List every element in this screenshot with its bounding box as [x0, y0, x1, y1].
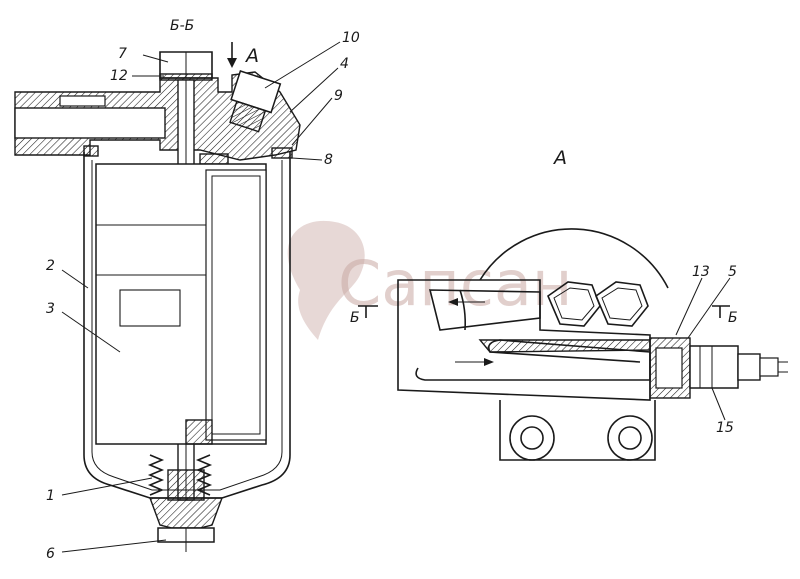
label-15: 15: [716, 420, 734, 436]
spring: [147, 454, 165, 496]
cut-mark-left: Б: [350, 310, 360, 326]
label-9: 9: [334, 88, 343, 104]
section-title: Б-Б: [170, 18, 194, 34]
arrow-label: А: [244, 45, 259, 67]
label-10: 10: [342, 30, 360, 46]
bowl-gasket-left: [83, 145, 99, 157]
element-bottom-seal: [185, 419, 213, 445]
label-6: 6: [46, 546, 55, 562]
label-2: 2: [46, 258, 55, 274]
drain-fitting: [148, 497, 224, 529]
element-gasket: [199, 153, 229, 165]
watermark-logo: [287, 220, 365, 340]
hex-plug-right: [595, 281, 649, 327]
view-a: [358, 228, 788, 461]
inlet-boss: [59, 95, 106, 107]
upper-channel: [428, 289, 541, 331]
bowl-gasket: [271, 147, 293, 159]
label-3: 3: [46, 301, 55, 317]
mounting-bracket: [499, 400, 656, 461]
label-4: 4: [340, 56, 349, 72]
inlet-channel: [14, 107, 166, 139]
head-outline: [479, 228, 669, 289]
hand-pump-fitting: [689, 345, 739, 389]
head-body: [397, 279, 651, 401]
cut-mark-right: Б: [728, 310, 738, 326]
air-bleed-plug: [229, 70, 282, 133]
label-7: 7: [118, 46, 127, 62]
label-8: 8: [324, 152, 333, 168]
bolt-gasket: [159, 73, 213, 81]
valve-seat: [478, 339, 651, 353]
section-view-b-b: [14, 41, 341, 553]
view-label: А: [552, 147, 567, 169]
label-12: 12: [110, 68, 128, 84]
label-5: 5: [728, 264, 737, 280]
label-13: 13: [692, 264, 710, 280]
watermark-text: Сапсан: [338, 247, 572, 320]
label-1: 1: [46, 488, 55, 504]
